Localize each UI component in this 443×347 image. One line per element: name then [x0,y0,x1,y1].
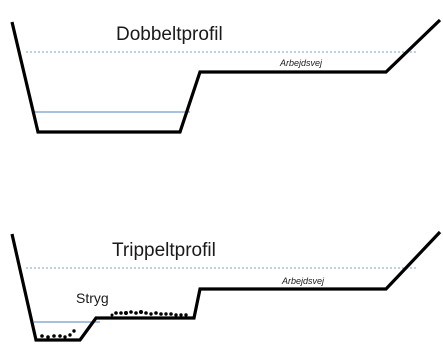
double-profile-cross-section [10,18,442,134]
triple-profile-cross-section [10,230,442,342]
triple-profile-diagram: Trippeltprofil Arbejdsvej Stryg [10,230,442,342]
double-profile-title: Dobbeltprofil [116,24,223,45]
double-profile-road-label: Arbejdsvej [279,58,323,68]
triple-profile-road-label: Arbejdsvej [281,276,325,286]
bottom-stones [40,329,76,339]
double-profile-diagram: Dobbeltprofil Arbejdsvej [10,18,442,134]
terrace-label: Stryg [76,290,109,306]
terrace-stones [110,310,188,317]
triple-profile-title: Trippeltprofil [112,240,216,261]
